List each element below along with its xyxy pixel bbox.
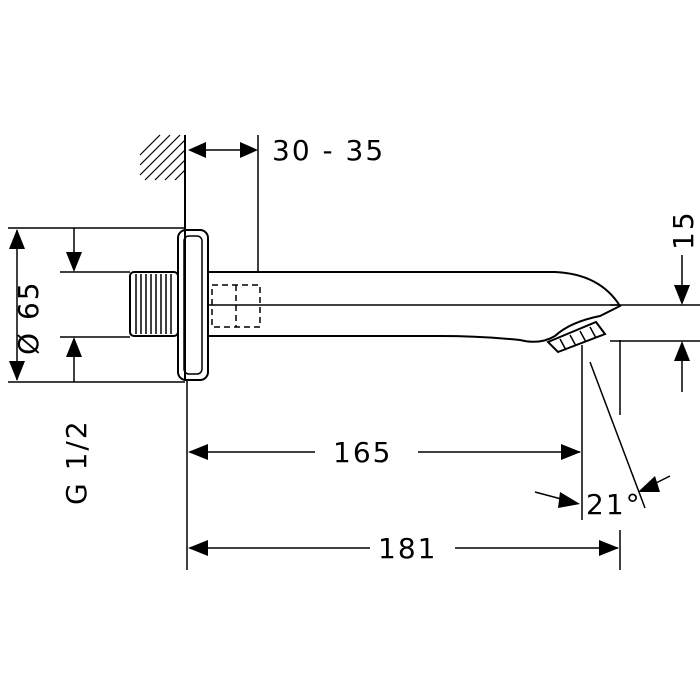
label-projection-outlet: 165 — [333, 436, 392, 469]
wall-hatching — [139, 134, 186, 181]
dim-total-projection: 181 — [188, 340, 621, 570]
dim-rosette-diameter: Ø 65 — [8, 227, 185, 383]
dim-thread: G 1/2 — [60, 228, 130, 505]
label-total-projection: 181 — [378, 532, 437, 565]
dim-projection-outlet: 165 — [186, 345, 583, 570]
label-outlet-height: 15 — [667, 210, 700, 250]
dim-wall-thickness: 30 - 35 — [188, 134, 385, 272]
spout-body — [208, 271, 622, 354]
label-wall-thickness: 30 - 35 — [272, 134, 385, 167]
label-thread: G 1/2 — [60, 419, 93, 505]
label-outlet-angle: 21° — [586, 488, 642, 521]
label-rosette-diameter: Ø 65 — [12, 280, 45, 355]
dim-outlet-angle: 21° — [534, 361, 671, 521]
rosette-plate — [177, 229, 209, 381]
threaded-connector — [129, 271, 179, 337]
dim-outlet-height: 15 — [610, 210, 700, 392]
